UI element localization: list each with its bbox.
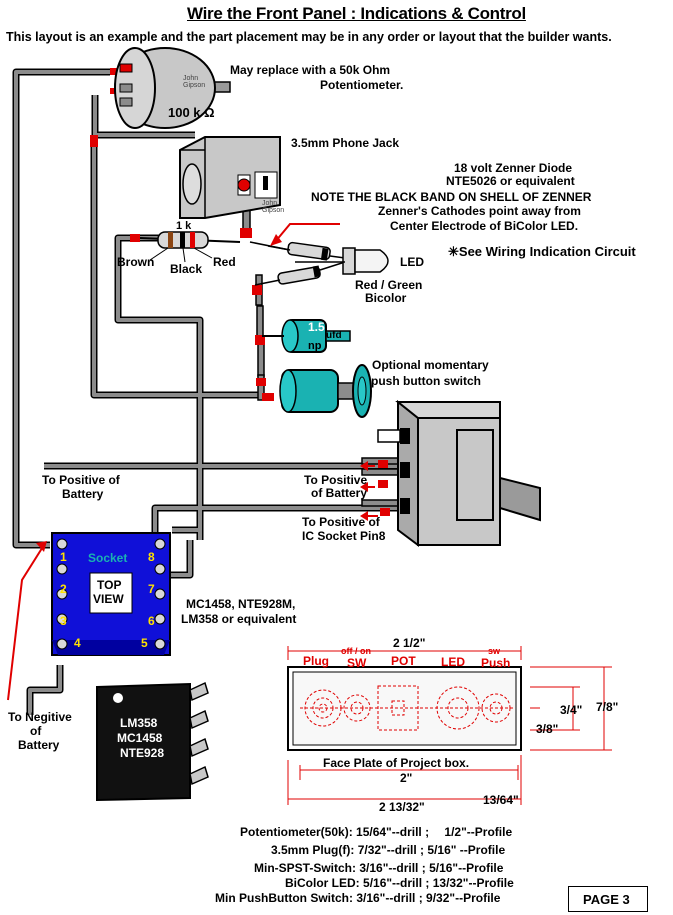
bicolor-led — [295, 247, 389, 275]
socket-top: TOP — [97, 578, 122, 592]
led-desc-2: Bicolor — [365, 291, 407, 305]
pot-note-2: Potentiometer. — [320, 78, 404, 92]
drill-row-4: BiColor LED: 5/16"--drill ; 13/32"--Prof… — [285, 876, 514, 890]
fp-col-plug: Plug — [303, 654, 329, 668]
pin-1: 1 — [60, 550, 67, 564]
fp-col-pot: POT — [391, 654, 416, 668]
page-subtitle: This layout is an example and the part p… — [6, 30, 612, 44]
arrow-heads — [36, 234, 368, 552]
negative-line-1: To Negitive — [8, 710, 72, 724]
negative-line-3: Battery — [18, 738, 60, 752]
led-desc-1: Red / Green — [355, 278, 423, 292]
resistor-band-black: Black — [170, 262, 203, 276]
fp-dim-78: 7/8" — [596, 700, 619, 714]
zener-line-5: Center Electrode of BiColor LED. — [390, 219, 579, 233]
phone-jack — [179, 136, 281, 219]
battery-right-1: To Positive — [304, 473, 368, 487]
fp-col-push: Push — [481, 656, 511, 670]
fp-caption: Face Plate of Project box. — [323, 756, 470, 770]
pin-2: 2 — [60, 582, 67, 596]
page-title: Wire the Front Panel : Indications & Con… — [187, 4, 526, 23]
drill-row-2: 3.5mm Plug(f): 7/32"--drill ; 5/16" --Pr… — [271, 843, 506, 857]
page-number-box — [568, 886, 648, 912]
pin-6: 6 — [148, 614, 155, 628]
drill-row-1: Potentiometer(50k): 15/64"--drill ; 1/2"… — [240, 825, 513, 839]
page-number: PAGE 3 — [583, 892, 630, 907]
pot-note: May replace with a 50k Ohm — [230, 63, 391, 77]
capacitor — [262, 319, 351, 353]
toggle-switch — [377, 399, 541, 547]
pin-3: 3 — [60, 614, 67, 628]
battery-left-2: Battery — [62, 487, 104, 501]
fp-col-led: LED — [441, 655, 465, 669]
zener-line-1: 18 volt Zenner Diode — [454, 161, 573, 175]
chip-line-3: NTE928 — [120, 746, 165, 760]
see-circuit-note: ✳See Wiring Indication Circuit — [448, 244, 636, 259]
led-label: LED — [400, 255, 424, 269]
ic-pin8-line-2: IC Socket Pin8 — [302, 529, 386, 543]
fp-dim-2: 2" — [400, 771, 413, 785]
negative-line-2: of — [30, 724, 42, 738]
zener-line-2: NTE5026 or equivalent — [446, 174, 575, 188]
chip-line-2: MC1458 — [117, 731, 163, 745]
resistor-band-brown: Brown — [117, 255, 155, 269]
fp-dim-1364: 13/64" — [483, 793, 519, 807]
pin-7: 7 — [148, 582, 155, 596]
wires-gray — [14, 70, 400, 715]
resistor-value: 1 k — [176, 220, 192, 232]
capacitor-unit: ufd — [326, 330, 342, 341]
chip-line-1: LM358 — [120, 716, 158, 730]
pushbutton-line-2: push button switch — [371, 374, 481, 388]
face-plate — [287, 646, 612, 805]
ic-pin8-line-1: To Positive of — [302, 515, 380, 529]
fp-width-top: 2 1/2" — [393, 636, 426, 650]
fp-dim-38: 3/8" — [536, 722, 559, 736]
fp-dim-213: 2 13/32" — [379, 800, 425, 814]
battery-left-1: To Positive of — [42, 473, 120, 487]
socket-view: VIEW — [93, 592, 124, 606]
ic-equiv-1: MC1458, NTE928M, — [186, 597, 296, 611]
fp-col-push-top: sw — [488, 646, 501, 656]
pin-8: 8 — [148, 550, 155, 564]
socket-label: Socket — [88, 551, 128, 565]
drill-row-3: Min-SPST-Switch: 3/16"--drill ; 5/16"--P… — [254, 861, 504, 875]
zener-diodes — [249, 241, 346, 286]
zener-line-4: Zenner's Cathodes point away from — [378, 204, 581, 218]
capacitor-value: 1.5 — [308, 320, 325, 334]
ic-equiv-2: LM358 or equivalent — [181, 612, 297, 626]
push-button-switch — [279, 364, 372, 418]
potentiometer — [114, 47, 231, 129]
pin-5: 5 — [141, 636, 148, 650]
fp-col-sw: SW — [347, 656, 367, 670]
fp-dim-34: 3/4" — [560, 703, 583, 717]
resistor — [139, 231, 241, 263]
ic-socket — [51, 532, 171, 656]
ic-chip — [96, 681, 209, 802]
jack-label: 3.5mm Phone Jack — [291, 136, 400, 150]
pushbutton-line-1: Optional momentary — [372, 358, 489, 372]
capacitor-type: np — [308, 340, 322, 352]
zener-line-3: NOTE THE BLACK BAND ON SHELL OF ZENNER — [311, 190, 592, 204]
fp-col-sw-top: off / on — [341, 646, 371, 656]
pin-4: 4 — [74, 636, 81, 650]
pot-value: 100 k Ω — [168, 105, 215, 120]
battery-right-2: of Battery — [311, 486, 368, 500]
resistor-band-red: Red — [213, 255, 236, 269]
drill-row-5: Min PushButton Switch: 3/16"--drill ; 9/… — [215, 891, 501, 905]
